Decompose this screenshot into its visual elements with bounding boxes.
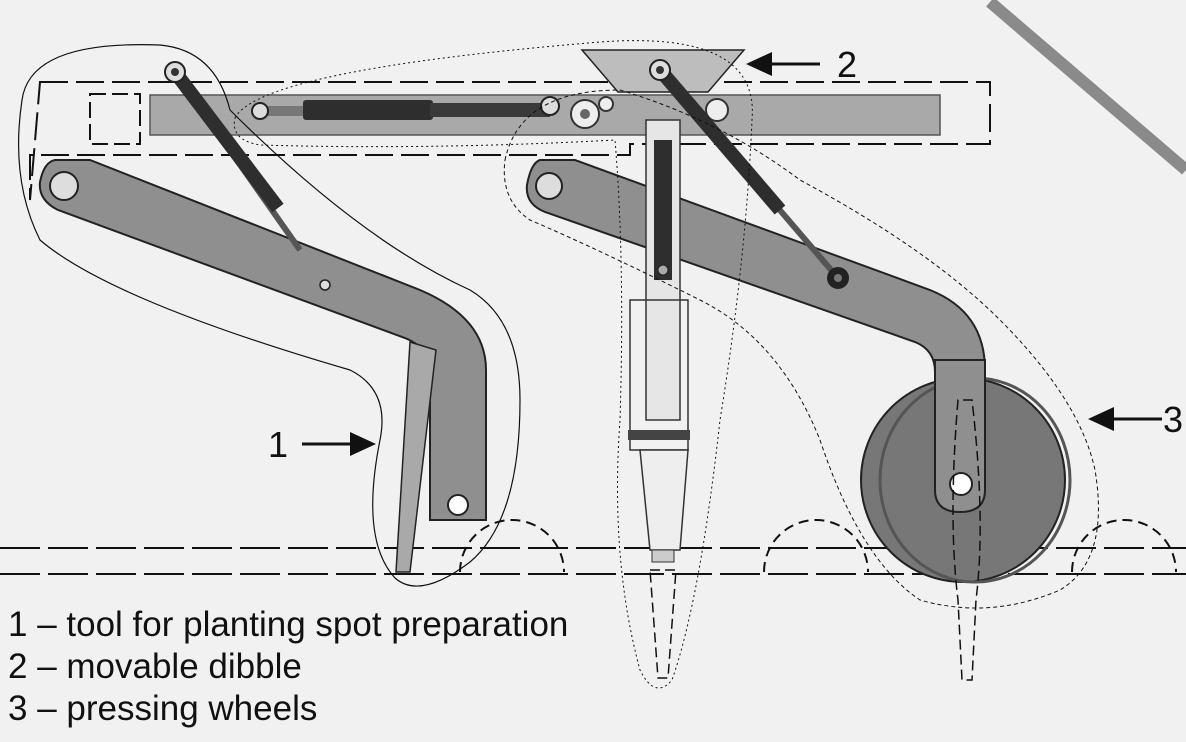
left-arm-pivot bbox=[49, 171, 79, 201]
wheel-group-outline bbox=[503, 89, 1099, 609]
left-hydraulic-cylinder bbox=[164, 61, 303, 252]
legend: 1 – tool for planting spot preparation 2… bbox=[8, 604, 568, 730]
wheel-hub bbox=[949, 472, 973, 496]
callout-number-2: 2 bbox=[837, 44, 858, 85]
frame-outline-inner bbox=[89, 93, 141, 145]
diagonal-bar bbox=[986, 0, 1186, 175]
wheel-arm-right bbox=[525, 159, 986, 501]
tool-blade bbox=[395, 341, 437, 573]
left-arm-pin bbox=[319, 279, 331, 291]
callout-number-1: 1 bbox=[268, 424, 289, 465]
right-arm-pivot bbox=[535, 172, 563, 200]
frame-outline bbox=[29, 81, 991, 201]
frame-cylinder bbox=[251, 96, 560, 120]
left-arm-foot-pin bbox=[447, 494, 469, 516]
callout-number-3: 3 bbox=[1163, 399, 1184, 440]
movable-dibble bbox=[628, 119, 690, 679]
legend-item-wheels: 3 – pressing wheels bbox=[8, 689, 318, 728]
callout-arrow-1 bbox=[302, 432, 376, 456]
wheel-dibble-trace bbox=[952, 399, 981, 681]
wheel-arm-lower bbox=[934, 359, 986, 514]
callout-arrow-3 bbox=[1088, 407, 1162, 431]
soil-mounds bbox=[459, 519, 1177, 573]
legend-item-tool: 1 – tool for planting spot preparation bbox=[8, 605, 569, 644]
callout-arrow-2 bbox=[746, 52, 820, 76]
legend-item-dibble: 2 – movable dibble bbox=[8, 647, 302, 686]
pulleys bbox=[570, 96, 729, 129]
dibble-group-outline bbox=[233, 40, 753, 689]
tool-group-outline bbox=[17, 44, 521, 587]
